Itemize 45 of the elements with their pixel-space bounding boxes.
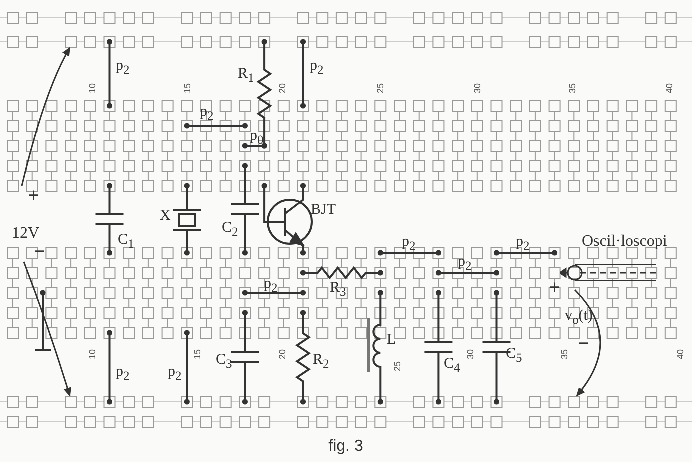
- figure-caption: fig. 3: [328, 438, 364, 456]
- polarity-sign: +: [549, 280, 560, 296]
- column-number: 35: [568, 84, 578, 94]
- column-number: 30: [466, 350, 476, 360]
- component-label: C$_{3}$: [216, 352, 232, 372]
- arrow: [574, 290, 602, 397]
- component-label: R$_{2}$: [313, 352, 330, 372]
- jumper-label: p$_{2}$: [458, 254, 472, 274]
- voltage-label: 12V: [12, 226, 40, 242]
- column-number: 40: [666, 84, 674, 94]
- jumper-label: p$_{2}$: [116, 364, 130, 384]
- column-number: 25: [376, 84, 386, 94]
- jumper-label: p$_{0}$: [250, 128, 264, 148]
- column-number: 20: [278, 84, 288, 94]
- polarity-sign: +: [28, 188, 40, 204]
- jumper-label: p$_{2}$: [310, 58, 324, 78]
- polarity-sign: −: [34, 244, 46, 260]
- jumper-label: p$_{2}$: [200, 104, 214, 124]
- column-number: 10: [88, 84, 98, 94]
- jumper-label: p$_{2}$: [168, 364, 182, 384]
- component-label: C$_{2}$: [222, 220, 238, 240]
- component-label: X: [160, 208, 171, 224]
- polarity-sign: −: [578, 336, 590, 352]
- component-label: BJT: [311, 202, 336, 218]
- column-number: 25: [394, 362, 402, 372]
- instrument-label: Oscil·loscopi: [582, 234, 668, 250]
- column-number: 15: [194, 350, 202, 360]
- column-number: 30: [474, 84, 482, 94]
- component-label: L: [387, 332, 396, 348]
- column-number: 35: [560, 350, 570, 360]
- component-label: C$_{1}$: [118, 232, 134, 252]
- column-number: 40: [676, 350, 686, 360]
- component-label: R$_{1}$: [238, 66, 254, 86]
- arrow: [23, 262, 72, 397]
- column-number: 15: [184, 84, 192, 94]
- component-label: v$_{o}$(t): [565, 308, 593, 328]
- column-number: 10: [88, 350, 98, 360]
- column-number: 20: [278, 350, 288, 360]
- jumper-label: p$_{2}$: [116, 58, 130, 78]
- jumper-label: p$_{2}$: [264, 276, 278, 296]
- arrow: [21, 47, 71, 186]
- component-label: C$_{4}$: [444, 356, 460, 376]
- jumper-label: p$_{2}$: [402, 234, 416, 254]
- jumper-label: p$_{2}$: [516, 234, 530, 254]
- component-label: R$_{3}$: [330, 280, 346, 300]
